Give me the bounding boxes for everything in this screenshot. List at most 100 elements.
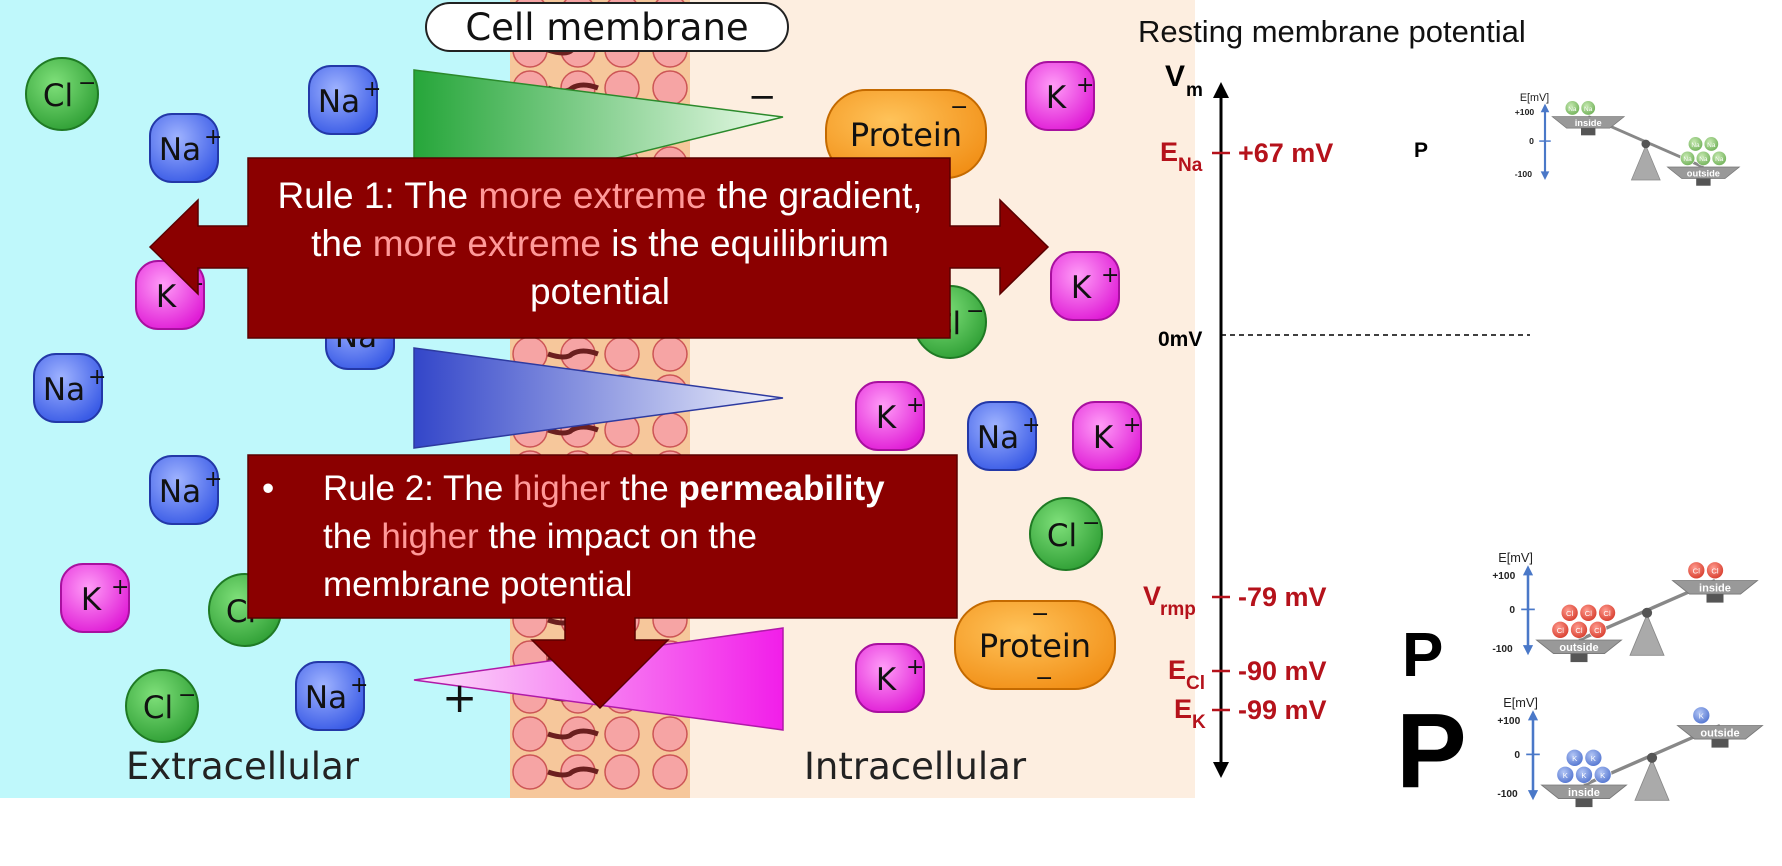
rule2-line3: membrane potential xyxy=(323,565,633,604)
lipid-head xyxy=(604,336,640,372)
rule2-down-arrow xyxy=(247,454,958,710)
lipid-head xyxy=(512,716,548,752)
rule2-highlight-2: higher xyxy=(381,517,479,556)
k-ion: K+ xyxy=(60,563,130,633)
permeability-p-small: P xyxy=(1414,139,1428,162)
lipid-head xyxy=(604,754,640,790)
lipid-head xyxy=(652,336,688,372)
k-ion: K+ xyxy=(1072,401,1142,471)
k-ion-symbol: K xyxy=(1046,80,1067,116)
scale-axis-label: E[mV] xyxy=(1503,695,1538,710)
potential-value: +67 mV xyxy=(1238,138,1333,168)
scale-minus100: -100 xyxy=(1515,169,1532,179)
rule2-mid: the xyxy=(610,469,679,508)
scale-ion-ball: Cl xyxy=(1594,626,1602,635)
protein-charge: − xyxy=(1035,666,1053,691)
scale-ion-ball: Na xyxy=(1568,106,1577,113)
axis-label-subscript: m xyxy=(1186,80,1203,101)
scale-plus100: +100 xyxy=(1492,571,1515,582)
protein-label: Protein xyxy=(850,116,962,154)
rule1-double-arrow xyxy=(148,157,1050,339)
scale-ion-ball: K xyxy=(1699,712,1705,721)
na-ion: Na+ xyxy=(33,353,106,423)
permeability-p-medium: P xyxy=(1402,621,1443,690)
protein-particle: Protein−− xyxy=(954,600,1116,691)
scale-ion-ball: K xyxy=(1563,771,1569,780)
protein-label: Protein xyxy=(979,627,1091,665)
scale-pan-label: outside xyxy=(1700,728,1739,740)
scale-pan-label: inside xyxy=(1699,583,1731,595)
na-ion-charge: + xyxy=(1022,413,1040,438)
k-ion: K+ xyxy=(1025,61,1095,131)
chart-title: Resting membrane potential xyxy=(1138,14,1526,49)
scale-plus100: +100 xyxy=(1497,716,1520,727)
scale-pan-label: outside xyxy=(1559,642,1598,654)
potential-symbol: E xyxy=(1168,655,1186,685)
scale-ion-ball: Cl xyxy=(1603,609,1611,618)
k-ion-symbol: K xyxy=(1093,420,1114,456)
scale-axis-label: E[mV] xyxy=(1498,550,1533,565)
na-ion-charge: + xyxy=(88,365,106,390)
rule1-suffix: is the equilibrium xyxy=(601,223,889,264)
na-ion-charge: + xyxy=(363,77,381,102)
scale-minus100: -100 xyxy=(1497,789,1518,800)
scale-ion-ball: Cl xyxy=(1575,626,1583,635)
scale-axis-label: E[mV] xyxy=(1520,92,1549,104)
na-ion-symbol: Na xyxy=(159,474,201,510)
cl-ion-symbol: Cl xyxy=(143,690,173,726)
cl-ion: Cl− xyxy=(125,669,199,743)
k-ion-charge: + xyxy=(906,655,924,680)
gradient-plus-sign: + xyxy=(442,673,477,722)
scale-pan-label: outside xyxy=(1687,168,1720,178)
scale-zero: 0 xyxy=(1514,750,1520,761)
rule1-mid-1: the gradient, xyxy=(706,175,923,216)
scale-ion-ball: Na xyxy=(1691,142,1700,149)
rule1-highlight-1: more extreme xyxy=(478,175,707,216)
lipid-tail xyxy=(547,348,599,360)
na-ion-charge: + xyxy=(204,467,222,492)
scale-ion-ball: Cl xyxy=(1693,567,1701,576)
scale-ion-ball: K xyxy=(1591,754,1597,763)
potential-value: -79 mV xyxy=(1238,582,1327,612)
scale-ion-ball: Cl xyxy=(1711,567,1719,576)
cl-ion-charge: − xyxy=(178,683,196,708)
na-ion-symbol: Na xyxy=(977,420,1019,456)
rule2-highlight-1: higher xyxy=(513,469,611,508)
scale-ion-ball: K xyxy=(1581,771,1587,780)
na-ion-symbol: Na xyxy=(305,680,347,716)
lipid-tail xyxy=(547,766,599,778)
intracellular-label: Intracellular xyxy=(804,745,1027,788)
scale-pan-label: inside xyxy=(1575,118,1602,128)
na-ion-symbol: Na xyxy=(318,84,360,120)
k-ion-symbol: K xyxy=(876,400,897,436)
scale-ion-ball: Cl xyxy=(1585,609,1593,618)
k-ion-symbol: K xyxy=(156,279,177,315)
scale-zero: 0 xyxy=(1529,136,1534,146)
na-ion-charge: + xyxy=(350,673,368,698)
cl-ion-symbol: Cl xyxy=(43,78,73,114)
lipid-head xyxy=(652,716,688,752)
permeability-p-large: P xyxy=(1396,692,1467,810)
cl-ion-charge: − xyxy=(78,71,96,96)
sodium-gradient-triangle xyxy=(413,347,784,449)
k-ion-charge: + xyxy=(906,393,924,418)
extracellular-label: Extracellular xyxy=(126,745,360,788)
rule2-prefix: Rule 2: The xyxy=(323,469,514,508)
cell-membrane-title: Cell membrane xyxy=(465,6,748,49)
cell-membrane-label-box xyxy=(425,2,789,52)
potential-symbol: V xyxy=(1143,581,1161,611)
zero-label: 0mV xyxy=(1158,328,1202,351)
rule1-text: Rule 1: The more extreme the gradient, t… xyxy=(262,172,938,332)
potential-value: -99 mV xyxy=(1238,695,1327,725)
potential-value: -90 mV xyxy=(1238,656,1327,686)
potential-subscript: K xyxy=(1192,712,1206,733)
scale-ion-ball: Na xyxy=(1683,156,1692,163)
na-ion-charge: + xyxy=(204,125,222,150)
rule2-line2-post: the impact on the xyxy=(478,517,757,556)
k-ion: K+ xyxy=(855,643,925,713)
cl-ion-charge: − xyxy=(1082,511,1100,536)
scale-zero: 0 xyxy=(1509,605,1515,616)
